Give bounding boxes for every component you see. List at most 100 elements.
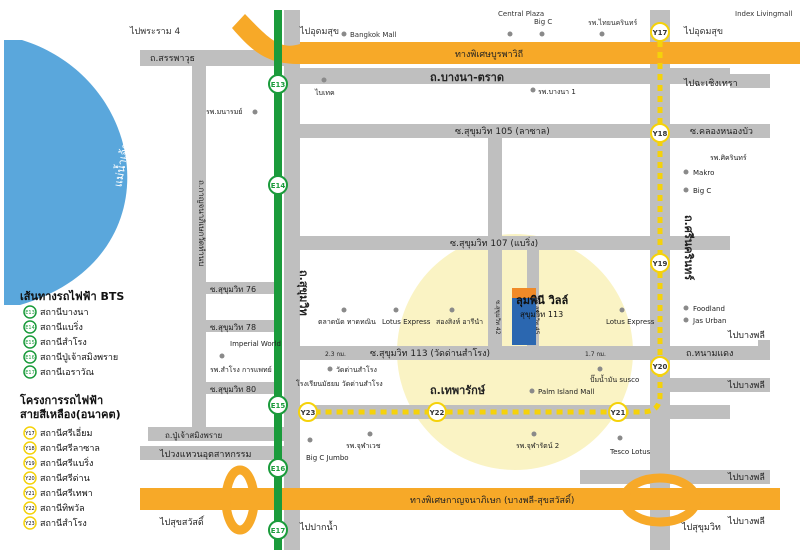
project-building xyxy=(512,290,536,345)
dot xyxy=(683,169,689,175)
legend-yellow-label: สถานีศรีลาซาล xyxy=(40,443,100,454)
road-puchao xyxy=(148,427,288,441)
lm-chularat: รพ.จุฬาเวช xyxy=(346,442,381,450)
project-banner xyxy=(512,288,536,298)
lm-bitec: ไบเทค xyxy=(314,88,335,97)
legend-yellow-circle xyxy=(23,486,37,500)
station-e15-label: E15 xyxy=(271,402,286,410)
station-e13[interactable] xyxy=(268,74,288,94)
label-khlong-nong-bua: ซ.คลองหนองบัว xyxy=(690,127,753,137)
road-sukhumvit76 xyxy=(200,282,280,294)
hosp-top-dot xyxy=(599,31,605,37)
landmarks: ไบเทค รพ.บางนา 1 รพ.มนารมย์ รพ.ศิครินทร์… xyxy=(206,77,747,462)
label-sukhumvit105: ซ.สุขุมวิท 105 (ลาซาล) xyxy=(455,126,550,137)
label-bang-phli-3: ไปบางพลี xyxy=(727,472,765,483)
road-sukhumvit105 xyxy=(290,124,730,138)
station-e16[interactable] xyxy=(268,458,288,478)
legend-yellow-circle xyxy=(23,471,37,485)
label-chachoengsao: ไปฉะเชิงเทรา xyxy=(683,78,738,89)
label-kanchanaphisek-v: ถ.กาญจนาภิเษกวัดทำนบ xyxy=(197,180,206,266)
legend-yellow-circle xyxy=(23,426,37,440)
legend-yellow-circle xyxy=(23,516,37,530)
legend-bts-code: E16 xyxy=(25,355,35,361)
interchange-left xyxy=(221,465,259,535)
road-sukhumvit78 xyxy=(200,320,280,332)
legend-bts-code: E13 xyxy=(25,310,35,316)
lm-market: ตลาดนัด ทาดทณิน xyxy=(318,318,376,326)
lm-palm: Palm Island Mall xyxy=(538,388,595,396)
label-udomsuk-2: ไปอุดมสุข xyxy=(683,26,723,37)
road-srinakarin-v xyxy=(650,10,670,550)
station-y21[interactable] xyxy=(608,402,628,422)
label-sukhumvit80: ซ.สุขุมวิท 80 xyxy=(210,385,256,394)
legend-bts: เส้นทางรถไฟฟ้า BTS E13 สถานีบางนา E14 สถ… xyxy=(20,289,124,379)
lm-chularat2: รพ.จุฬารัตน์ 2 xyxy=(516,442,559,450)
station-y22[interactable] xyxy=(427,402,447,422)
label-puchao: ถ.ปู่เจ้าสมิงพราย xyxy=(165,431,222,441)
dot xyxy=(393,307,399,313)
station-y21-label: Y21 xyxy=(610,409,626,417)
station-y17[interactable] xyxy=(650,22,670,42)
legend-yellow-code: Y19 xyxy=(24,461,34,467)
legend-yellow-label: สถานีสำโรง xyxy=(40,518,87,529)
legend-yellow-label: สถานีศรีเทพา xyxy=(40,488,93,499)
legend-bts-label: สถานีเอราวัณ xyxy=(40,367,94,378)
dot xyxy=(252,109,258,115)
label-thepharak: ถ.เทพารักษ์ xyxy=(430,384,486,397)
station-e14-label: E14 xyxy=(271,182,286,190)
legend-yellow-code: Y23 xyxy=(24,521,34,527)
road-khlong-nong-bua xyxy=(670,124,770,138)
station-e17-label: E17 xyxy=(271,527,286,535)
road-sukhumvit113 xyxy=(290,346,760,360)
label-sukhumvit78: ซ.สุขุมวิท 78 xyxy=(210,323,256,332)
label-bang-phli-1: ไปบางพลี xyxy=(727,330,765,341)
station-y20-label: Y20 xyxy=(652,363,668,371)
legend-yellow-title2: สายสีเหลือง(อนาคต) xyxy=(20,408,121,421)
lm-big-c-jumbo: Big C Jumbo xyxy=(306,454,349,462)
legend-yellow-code: Y18 xyxy=(24,446,34,452)
station-y19[interactable] xyxy=(650,253,670,273)
lm-lotus-1: Lotus Express xyxy=(382,318,431,326)
legend-yellow-title1: โครงการรถไฟฟ้า xyxy=(19,393,103,407)
station-e14[interactable] xyxy=(268,175,288,195)
label-sukhumvit76: ซ.สุขุมวิท 76 xyxy=(210,285,256,294)
legend-bts-label: สถานีปู่เจ้าสมิงพราย xyxy=(40,352,118,363)
label-bang-phli-2: ไปบางพลี xyxy=(727,380,765,391)
station-e15[interactable] xyxy=(268,395,288,415)
station-y18[interactable] xyxy=(650,123,670,143)
label-bang-phli-4: ไปบางพลี xyxy=(727,516,765,527)
dot xyxy=(683,187,689,193)
lm-srinakarin-hosp: รพ.ศิครินทร์ xyxy=(710,154,747,162)
road-sukhumvit107 xyxy=(290,236,730,250)
dot xyxy=(619,307,625,313)
label-sukhumvit113: ซ.สุขุมวิท 113 (วัดด่านสำโรง) xyxy=(370,348,490,359)
label-soi-right: ซ.สุขุมวิท 45 xyxy=(533,300,540,335)
label-pra-ram4: ไปพระราม 4 xyxy=(129,26,181,37)
label-nong-ngam: ถ.หนามแดง xyxy=(686,349,733,359)
dot xyxy=(367,431,373,437)
station-e17[interactable] xyxy=(268,520,288,540)
road-chachoengsao xyxy=(730,74,770,88)
station-y17-label: Y17 xyxy=(652,29,668,37)
project-name: ลุมพินี วิลล์ xyxy=(516,294,569,308)
legend-yellow-circle xyxy=(23,441,37,455)
legend-yellow-label: สถานีศรีแบริ่ง xyxy=(40,456,93,469)
green-stations: E13 E14 E15 E16 E17 xyxy=(268,74,288,540)
road-kanchanaphisek-v xyxy=(192,66,206,427)
label-index: Index Livingmall xyxy=(735,10,792,18)
label-dist-right: 1.7 กม. xyxy=(585,351,606,358)
dot xyxy=(597,366,603,372)
label-soi42: ซ.สุขุมวิท 42 xyxy=(494,300,501,335)
road-sukhumvit-main-v xyxy=(284,10,300,550)
station-y18-label: Y18 xyxy=(652,130,668,138)
station-y23[interactable] xyxy=(298,402,318,422)
station-y20[interactable] xyxy=(650,356,670,376)
station-e16-label: E16 xyxy=(271,465,286,473)
lm-makro: Makro xyxy=(693,169,714,177)
road-sanphawut xyxy=(140,50,295,66)
lm-imperial: Imperial World xyxy=(230,340,281,348)
lm-bangna1: รพ.บางนา 1 xyxy=(538,88,576,96)
lm-tesco: Tesco Lotus xyxy=(609,448,651,456)
lm-samrong-hosp: รพ.สำโรง การแพทย์ xyxy=(210,365,272,374)
